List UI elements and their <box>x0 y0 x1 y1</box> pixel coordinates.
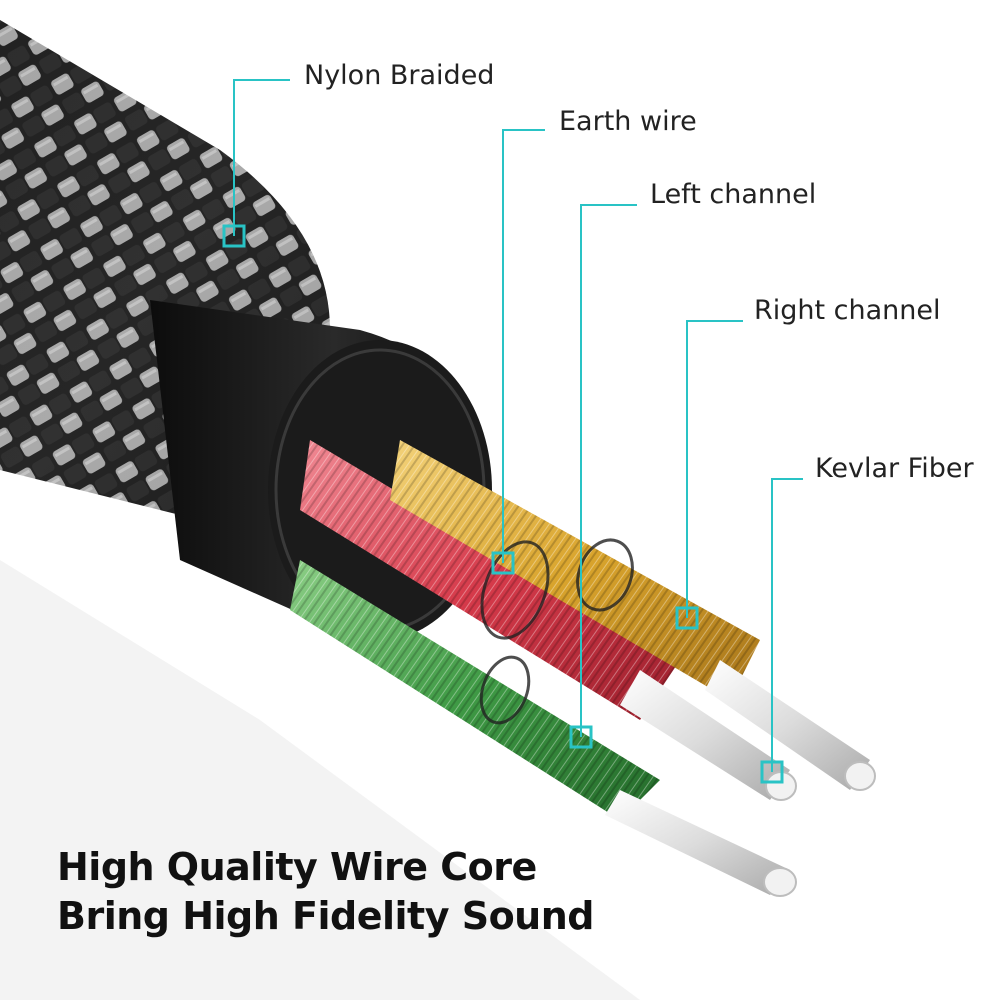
label-left-channel: Left channel <box>650 179 817 210</box>
callout-line-earth-wire <box>502 129 545 563</box>
callout-marker-icon <box>491 551 515 575</box>
label-kevlar-fiber: Kevlar Fiber <box>815 453 974 484</box>
red-wire-silver-core <box>620 670 790 800</box>
callout-marker-icon <box>222 224 246 248</box>
gold-wire <box>390 440 876 791</box>
callout-marker-icon <box>569 725 593 749</box>
callout-markers <box>222 224 784 784</box>
headline-line-2: Bring High Fidelity Sound <box>57 894 594 938</box>
callout-line-kevlar-fiber <box>771 478 803 772</box>
floor-reflection <box>0 560 640 1000</box>
callout-line-left-channel <box>580 204 637 737</box>
red-wire <box>300 440 797 801</box>
green-wire <box>290 560 797 897</box>
headline-line-1: High Quality Wire Core <box>57 845 537 889</box>
callout-marker-icon <box>760 760 784 784</box>
callout-line-nylon-braided <box>233 79 290 236</box>
label-earth-wire: Earth wire <box>559 106 697 137</box>
label-right-channel: Right channel <box>754 295 941 326</box>
label-nylon-braided: Nylon Braided <box>304 60 495 91</box>
green-wire-silver-core <box>605 790 790 895</box>
callout-lines <box>233 79 803 772</box>
gold-wire-silver-core <box>705 660 870 790</box>
callout-marker-icon <box>675 606 699 630</box>
callout-line-right-channel <box>686 320 743 618</box>
